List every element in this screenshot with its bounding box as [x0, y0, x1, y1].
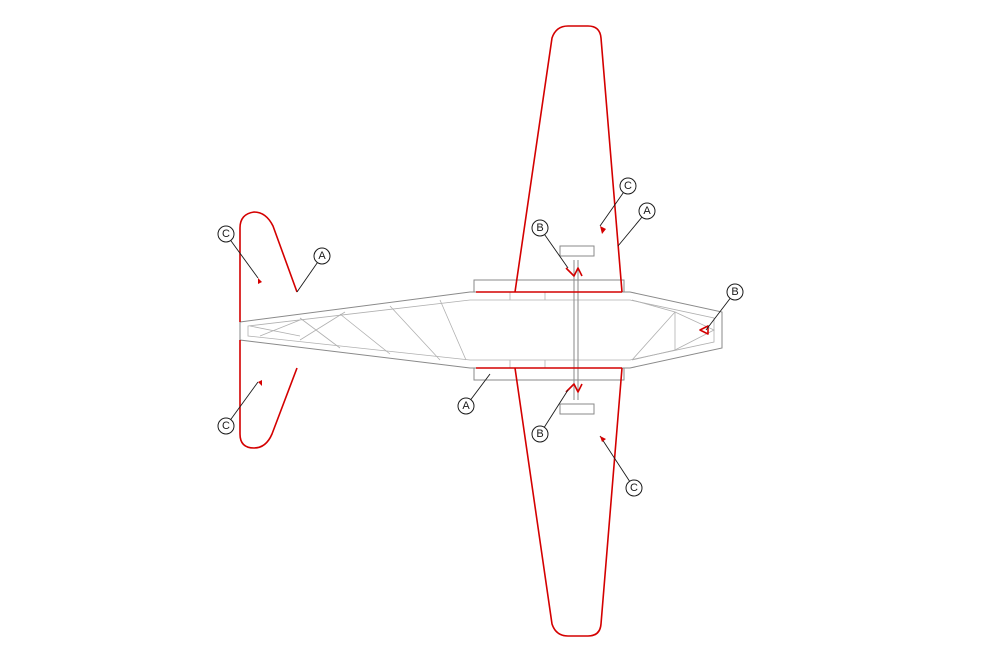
- callout-b: B: [531, 219, 549, 237]
- hinge-marker-lower: [565, 383, 583, 393]
- callout-a: A: [313, 247, 331, 265]
- callout-a: A: [638, 202, 656, 220]
- arrowheads: [258, 226, 606, 442]
- callouts: A A A B B B C C: [217, 177, 744, 497]
- svg-text:A: A: [643, 205, 651, 217]
- callout-c: C: [217, 225, 235, 243]
- svg-text:C: C: [630, 482, 638, 494]
- hinge-marker-nose: [699, 325, 709, 335]
- svg-text:C: C: [624, 180, 632, 192]
- callout-b: B: [726, 283, 744, 301]
- lower-wing-outline: [514, 367, 623, 637]
- svg-text:B: B: [536, 222, 543, 234]
- svg-text:C: C: [222, 420, 230, 432]
- horizontal-stabilizer-outline: [239, 211, 298, 449]
- svg-text:B: B: [536, 428, 543, 440]
- hinge-marker-upper: [565, 267, 583, 277]
- svg-text:B: B: [731, 286, 738, 298]
- upper-wing-outline: [514, 25, 623, 293]
- callout-c: C: [625, 479, 643, 497]
- flight-surfaces: [239, 25, 709, 637]
- svg-text:A: A: [318, 250, 326, 262]
- callout-c: C: [619, 177, 637, 195]
- callout-b: B: [531, 425, 549, 443]
- callout-a: A: [457, 397, 475, 415]
- svg-text:A: A: [462, 400, 470, 412]
- fuselage-frame: [239, 245, 723, 415]
- callout-c: C: [217, 417, 235, 435]
- svg-text:C: C: [222, 228, 230, 240]
